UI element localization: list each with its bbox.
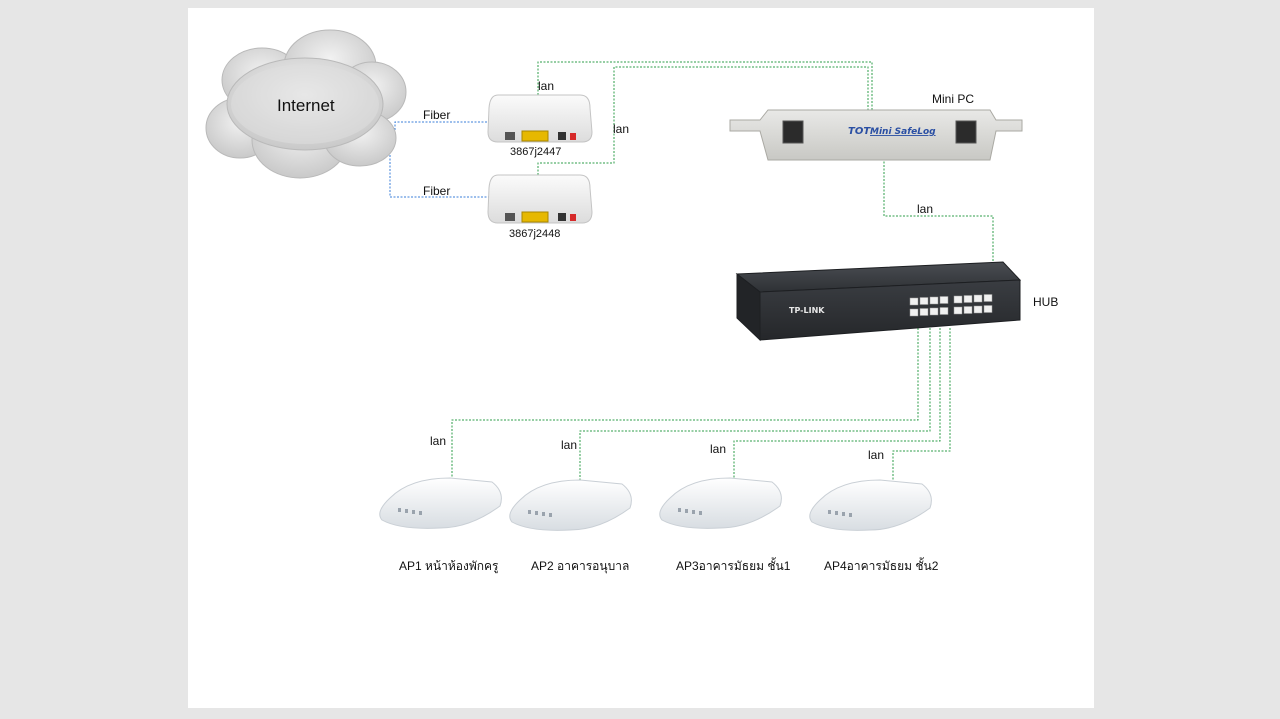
lan-line-modem1-minipc [537,61,873,118]
ap4-label: AP4อาคารมัธยม ชั้น2 [824,557,939,573]
lan-line-hub-ap4 [892,328,951,483]
modem-2-icon [487,174,593,224]
hub-switch-icon: TP-LINK [735,261,1022,342]
lan-label-modem-2: lan [613,122,629,136]
fiber-line-2 [389,155,490,198]
connections [389,61,994,483]
hub-brand-text: TP-LINK [789,306,825,315]
internet-label: Internet [277,96,335,115]
access-point-1-icon [379,477,502,529]
ap1-label: AP1 หน้าห้องพักครู [399,559,499,574]
lan-label-ap3: lan [710,442,726,456]
modem-1-icon [487,94,593,143]
fiber-label-2: Fiber [423,184,450,198]
access-point-4-icon [809,479,932,531]
lan-line-minipc-hub [883,158,994,288]
cloud-icon [205,29,407,179]
modem-2-label: 3867j2448 [509,228,560,240]
lan-label-ap4: lan [868,448,884,462]
lan-label-modem-1: lan [538,79,554,93]
lan-label-ap2: lan [561,438,577,452]
lan-label-ap1: lan [430,434,446,448]
minipc-brand-text: Mini SafeLog [870,127,936,137]
minipc-logo-text: TOT [848,126,871,137]
lan-line-hub-ap1 [451,328,919,480]
mini-pc-icon: TOT Mini SafeLog [729,109,1023,161]
ap2-label: AP2 อาคารอนุบาล [531,559,629,574]
access-point-2-icon [509,479,632,531]
fiber-label-1: Fiber [423,108,450,122]
lan-label-minipc-hub: lan [917,202,933,216]
hub-ports [909,294,993,317]
minipc-label: Mini PC [932,92,974,106]
hub-label: HUB [1033,295,1058,309]
modem-1-label: 3867j2447 [510,146,561,158]
ap3-label: AP3อาคารมัธยม ชั้น1 [676,557,791,573]
lan-line-modem2-minipc [537,66,869,175]
lan-line-hub-ap2 [579,328,931,482]
access-point-3-icon [659,477,782,529]
lan-line-hub-ap3 [733,328,941,480]
fiber-line-1 [394,121,490,130]
